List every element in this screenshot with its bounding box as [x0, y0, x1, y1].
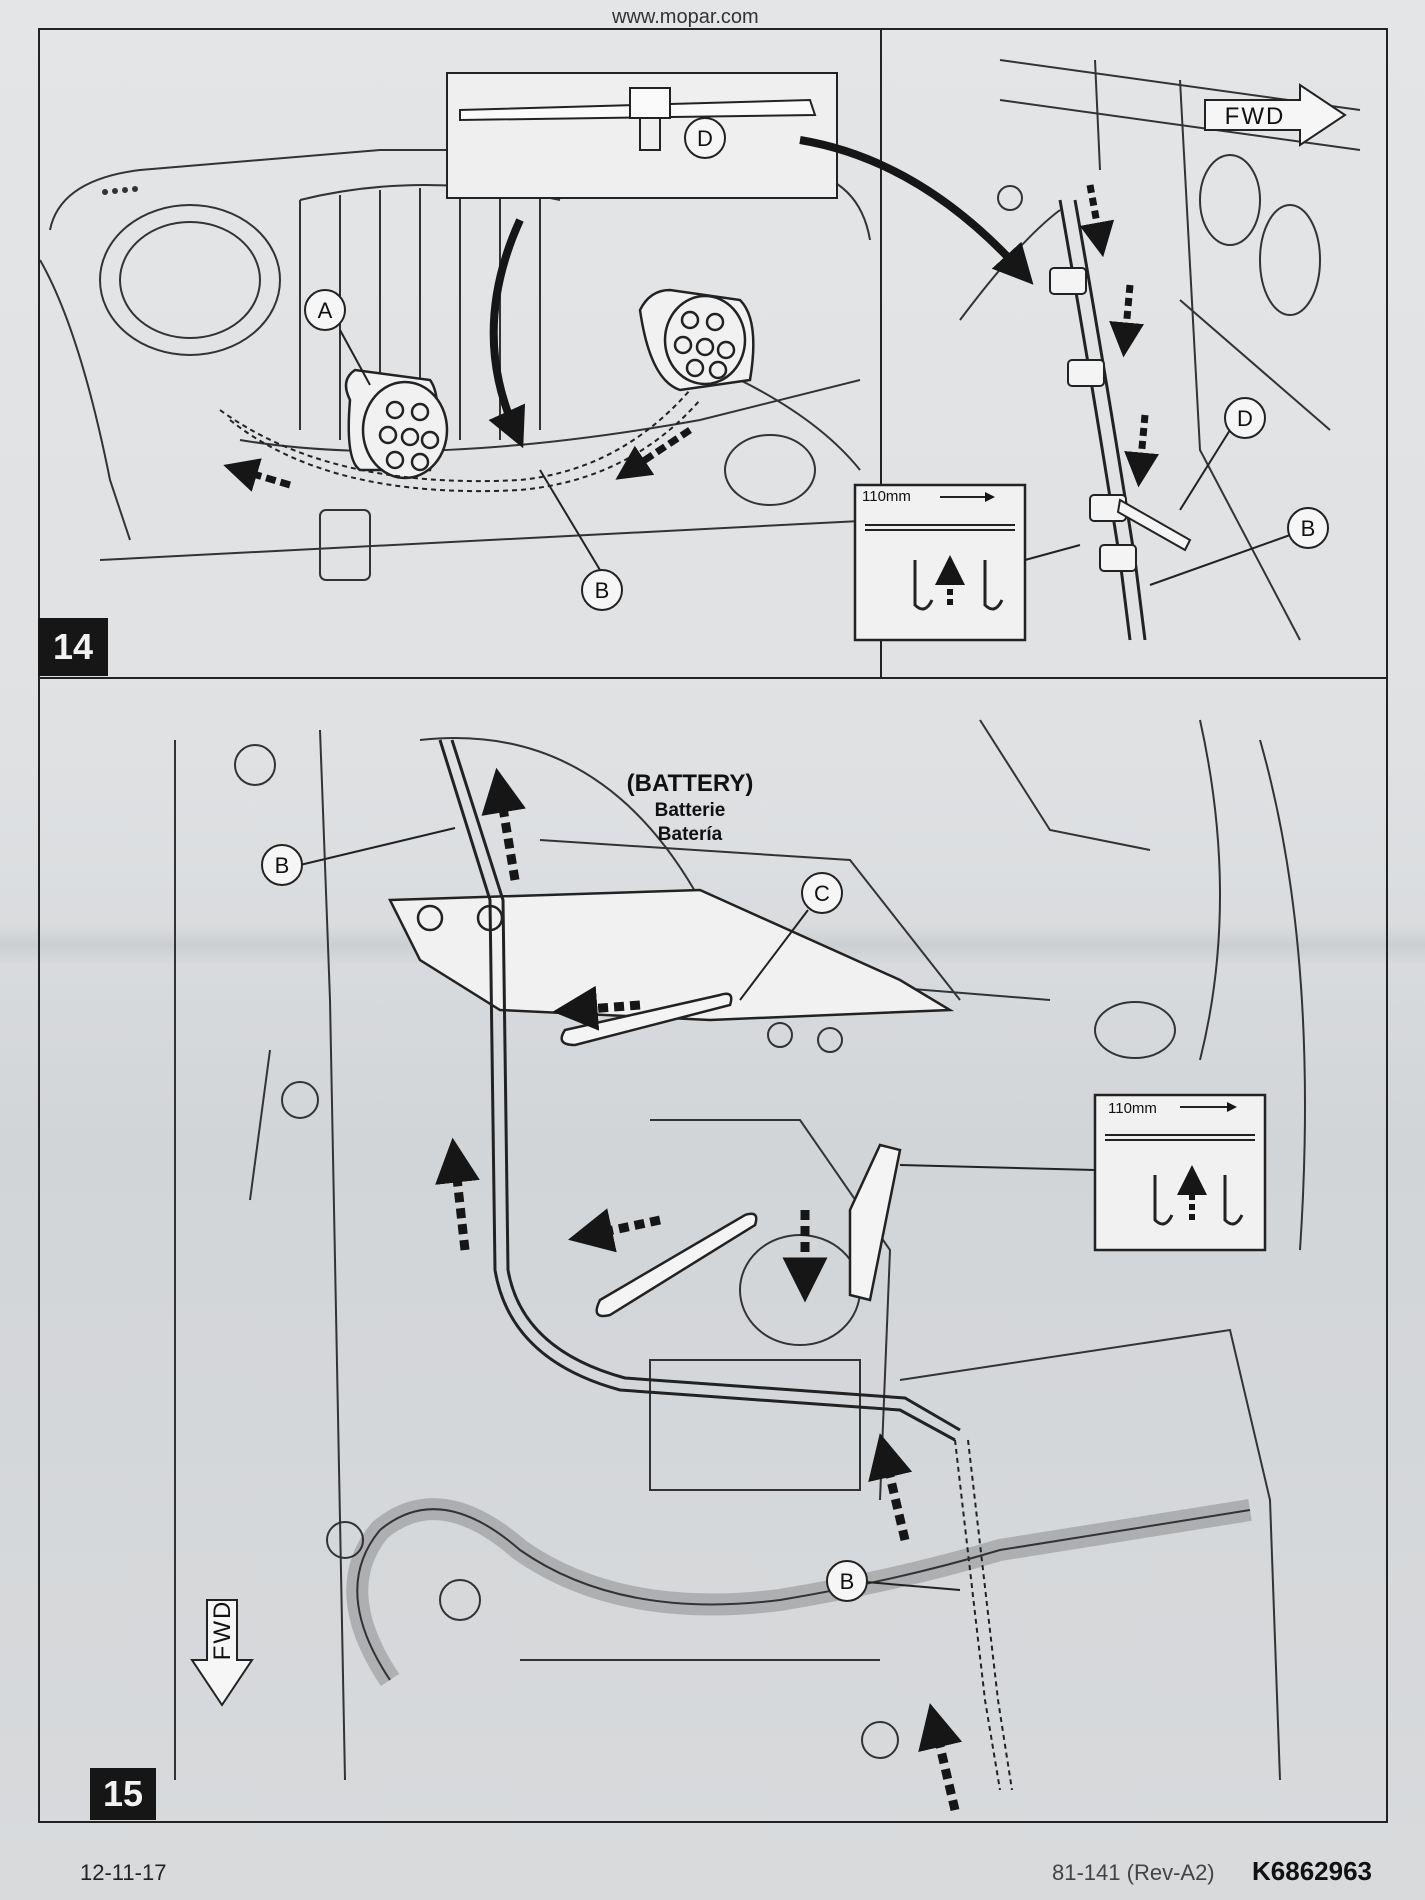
inset-divider [880, 28, 882, 678]
svg-text:D: D [697, 126, 713, 151]
connector-right [638, 288, 755, 392]
svg-text:B: B [840, 1569, 855, 1594]
step-number-15: 15 [90, 1768, 156, 1820]
step-divider [38, 677, 1388, 679]
step15-zip-ties [560, 992, 902, 1318]
svg-text:FWD: FWD [1225, 103, 1286, 130]
footer-revision: 81-141 (Rev-A2) [1052, 1860, 1215, 1885]
callout-d-inset: D [1179, 397, 1266, 511]
battery-label-es: Batería [657, 824, 723, 845]
harness-b-dashed [954, 1439, 1013, 1791]
step14-vehicle-front [39, 149, 881, 581]
callout-b-step15-top: B [261, 827, 456, 886]
clip-install-arrow [488, 218, 526, 449]
svg-text:D: D [1237, 406, 1253, 431]
callout-c: C [739, 872, 843, 1001]
step14-frame-rail [959, 59, 1361, 641]
svg-text:B: B [275, 853, 290, 878]
footer-date: 12-11-17 [80, 1860, 167, 1885]
step15-engine-bay [174, 719, 1306, 1781]
step-number-14: 14 [38, 618, 108, 676]
callout-b-inset: B [1149, 507, 1329, 586]
connector-a [344, 368, 449, 480]
coolant-hose [346, 1498, 1252, 1687]
battery-label-fr: Batterie [654, 800, 726, 821]
harness-b-step15 [438, 739, 961, 1442]
header-url: www.mopar.com [612, 6, 759, 28]
measure-inset-step15 [899, 1093, 1267, 1252]
step15-direction-arrows [435, 767, 963, 1812]
measure-label-step14: 110mm [862, 488, 911, 505]
step14-vent-dots [102, 186, 138, 195]
step14-inset-harness [1058, 199, 1147, 641]
battery-location-label: (BATTERY) Batterie Batería [600, 770, 780, 846]
harness-route-b [219, 389, 701, 493]
fwd-arrow-step15: FWD [190, 1599, 254, 1707]
battery-label-en: (BATTERY) [626, 770, 754, 797]
step14-inset-ties [1049, 267, 1192, 572]
diagram-frame [38, 28, 1388, 1823]
clip-d-inset [446, 72, 838, 199]
callout-d-step14: D [684, 117, 726, 159]
measure-inset-step14 [853, 483, 1081, 642]
svg-text:FWD: FWD [209, 1600, 236, 1661]
svg-text:B: B [595, 578, 610, 603]
callout-b-step15-bottom: B [826, 1560, 961, 1602]
step14-direction-arrows [223, 427, 692, 492]
svg-text:A: A [318, 298, 333, 323]
battery-tray-bracket [388, 888, 955, 1022]
fwd-arrow-step14: FWD [1204, 83, 1347, 147]
svg-text:C: C [814, 881, 830, 906]
svg-text:B: B [1301, 516, 1316, 541]
step14-inset-link-arrow [799, 136, 1034, 285]
measure-label-step15: 110mm [1108, 1100, 1157, 1117]
footer-part-number: K6862963 [1252, 1856, 1372, 1886]
step14-inset-arrows [1079, 184, 1160, 488]
callout-b-step14: B [539, 469, 623, 611]
callout-a: A [304, 289, 371, 386]
